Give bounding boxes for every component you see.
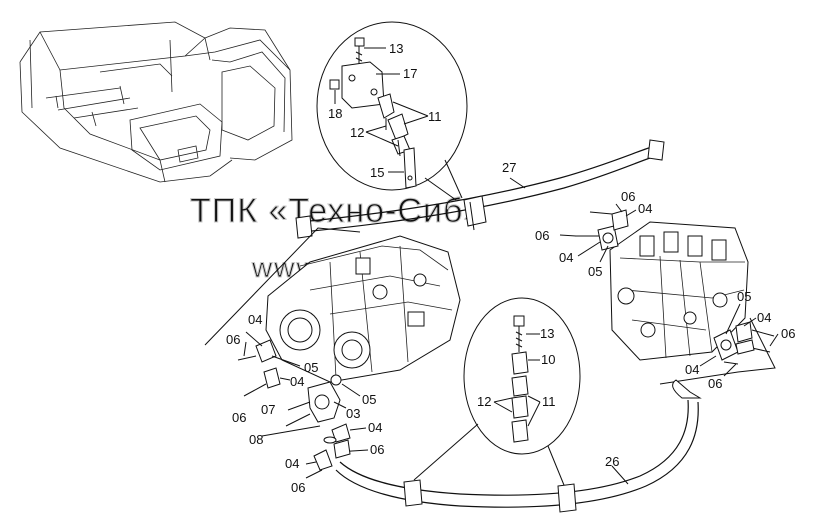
part-label-12: 12: [477, 394, 491, 409]
bracket-detail-callout-bottom: 13 10 12 11: [413, 297, 581, 491]
part-label-11: 11: [542, 394, 556, 409]
part-label-10: 10: [541, 352, 555, 367]
part-label-06: 06: [232, 410, 246, 425]
part-label-05: 05: [362, 392, 376, 407]
part-label-04: 04: [638, 201, 652, 216]
part-label-05: 05: [588, 264, 602, 279]
part-label-04: 04: [559, 250, 573, 265]
part-label-06: 06: [621, 189, 635, 204]
watermark-company: ТПК «Техно-Сиб»: [190, 192, 483, 230]
part-label-05: 05: [304, 360, 318, 375]
part-label-04: 04: [685, 362, 699, 377]
part-label-11: 11: [428, 109, 442, 124]
part-label-18: 18: [328, 106, 342, 121]
hose-26: 26: [335, 379, 702, 513]
part-label-06: 06: [535, 228, 549, 243]
part-label-04: 04: [285, 456, 299, 471]
part-label-08: 08: [249, 432, 263, 447]
part-label-06: 06: [370, 442, 384, 457]
part-label-04: 04: [290, 374, 304, 389]
part-label-15: 15: [370, 165, 384, 180]
valve-right-fittings: 05 04 06 04 06: [659, 289, 795, 391]
hose-27: 27: [295, 139, 665, 239]
control-valve: [609, 221, 749, 361]
part-label-06: 06: [781, 326, 795, 341]
part-label-04: 04: [248, 312, 262, 327]
bracket-detail-callout-top: 13 17 18 11 12 15: [316, 21, 468, 201]
part-label-03: 03: [346, 406, 360, 421]
part-label-04: 04: [368, 420, 382, 435]
valve-upper-fittings: 06 04 06 04 05: [535, 189, 652, 279]
part-label-07: 07: [261, 402, 275, 417]
part-label-13: 13: [389, 41, 403, 56]
hydraulic-pump: [204, 227, 461, 383]
excavator-cab-sketch: [19, 21, 293, 183]
part-label-06: 06: [291, 480, 305, 495]
part-label-06: 06: [708, 376, 722, 391]
pump-fittings: 04 06 05 04 06 07 03 05 08 04 06 04 06: [226, 312, 384, 495]
hose-label-26: 26: [605, 454, 619, 469]
part-label-17: 17: [403, 66, 417, 81]
part-label-05: 05: [737, 289, 751, 304]
part-label-12: 12: [350, 125, 364, 140]
hose-label-27: 27: [502, 160, 516, 175]
part-label-06: 06: [226, 332, 240, 347]
part-label-04: 04: [757, 310, 771, 325]
part-label-13: 13: [540, 326, 554, 341]
